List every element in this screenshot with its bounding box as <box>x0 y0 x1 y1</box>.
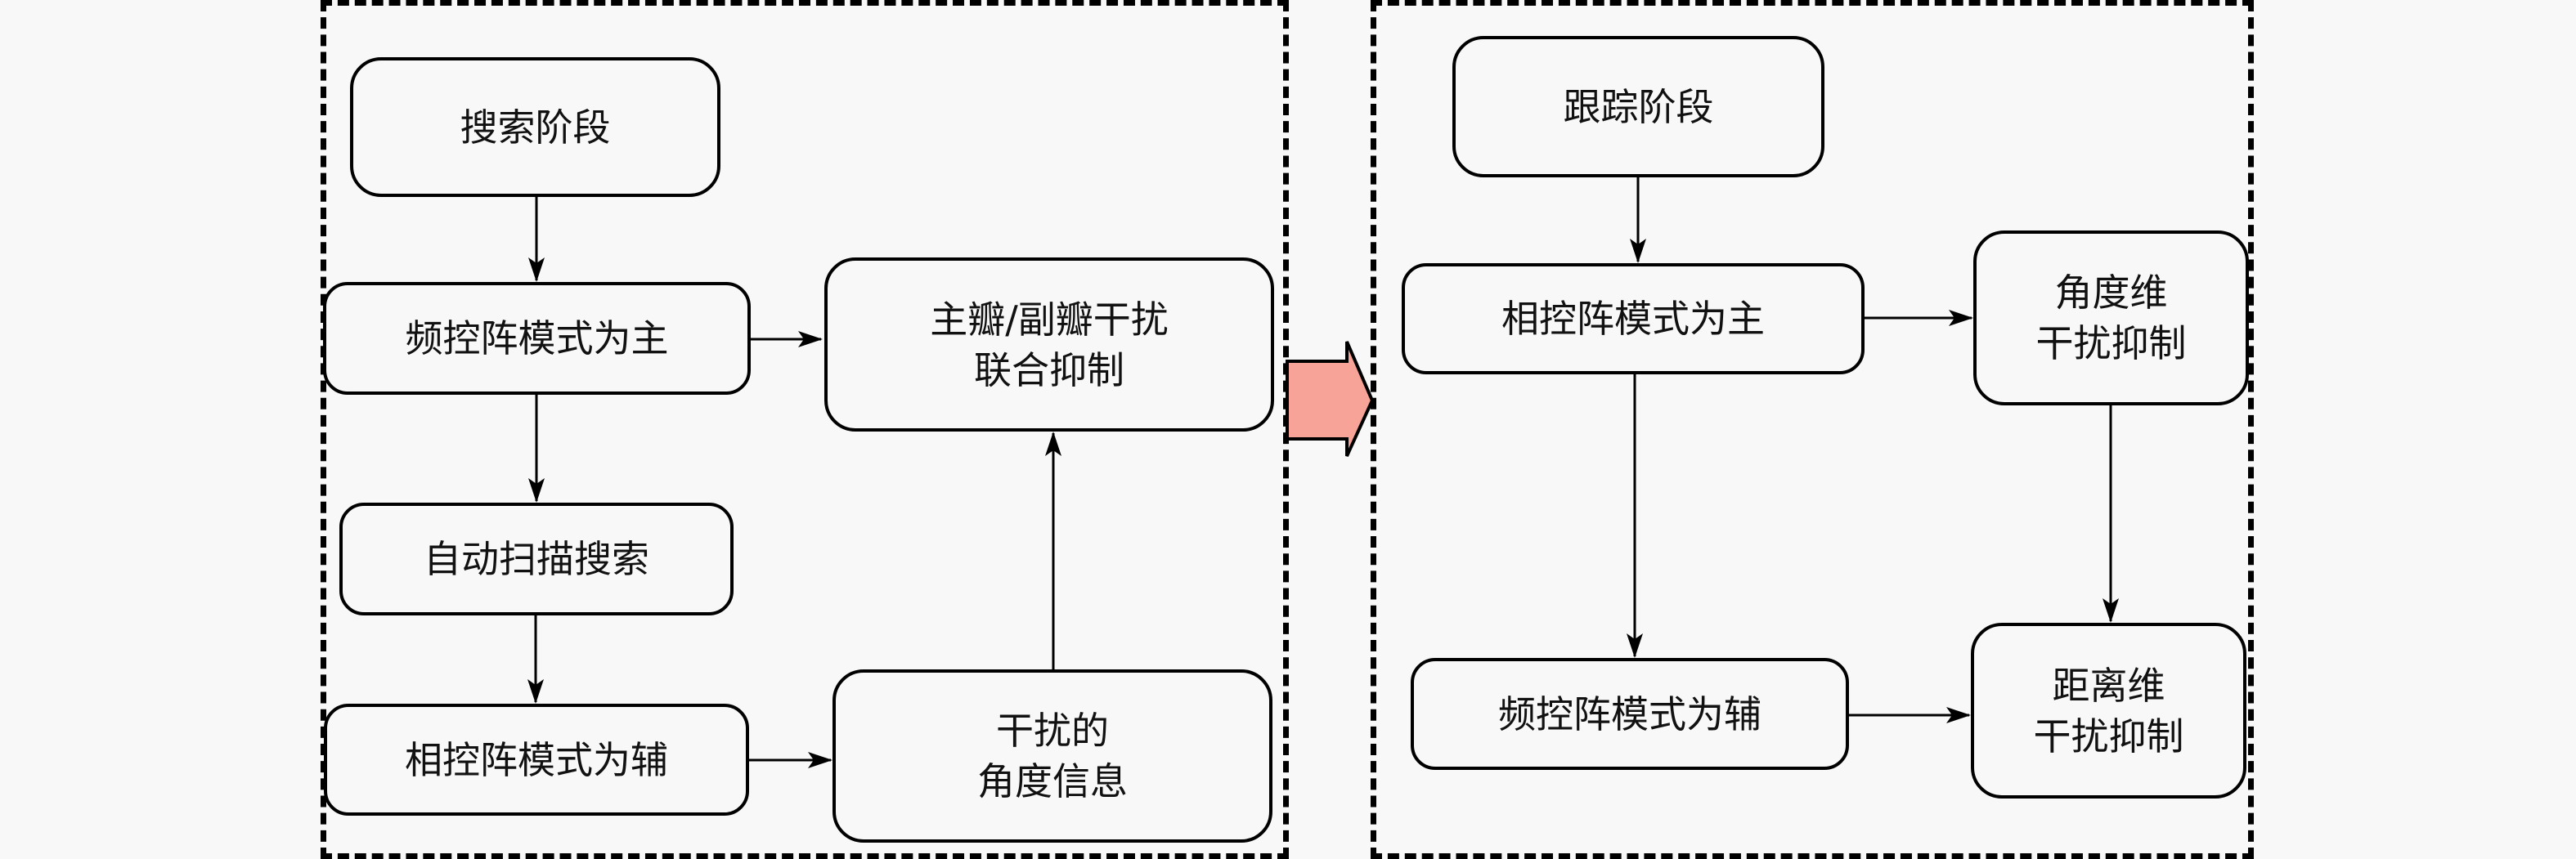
node-angle-suppression: 角度维 干扰抑制 <box>1973 230 2249 405</box>
node-pa-aux: 相控阵模式为辅 <box>324 704 749 816</box>
node-pa-main: 相控阵模式为主 <box>1402 263 1865 374</box>
node-angle-info: 干扰的 角度信息 <box>832 669 1272 843</box>
node-range-suppression: 距离维 干扰抑制 <box>1971 623 2246 799</box>
node-fda-aux: 频控阵模式为辅 <box>1411 658 1849 770</box>
node-fda-main: 频控阵模式为主 <box>323 282 751 395</box>
stage-transition-arrow <box>1286 341 1375 457</box>
node-tracking-stage: 跟踪阶段 <box>1452 36 1824 177</box>
node-auto-scan: 自动扫描搜索 <box>339 503 734 615</box>
node-joint-suppression: 主瓣/副瓣干扰 联合抑制 <box>824 257 1274 432</box>
node-search-stage: 搜索阶段 <box>350 57 720 197</box>
